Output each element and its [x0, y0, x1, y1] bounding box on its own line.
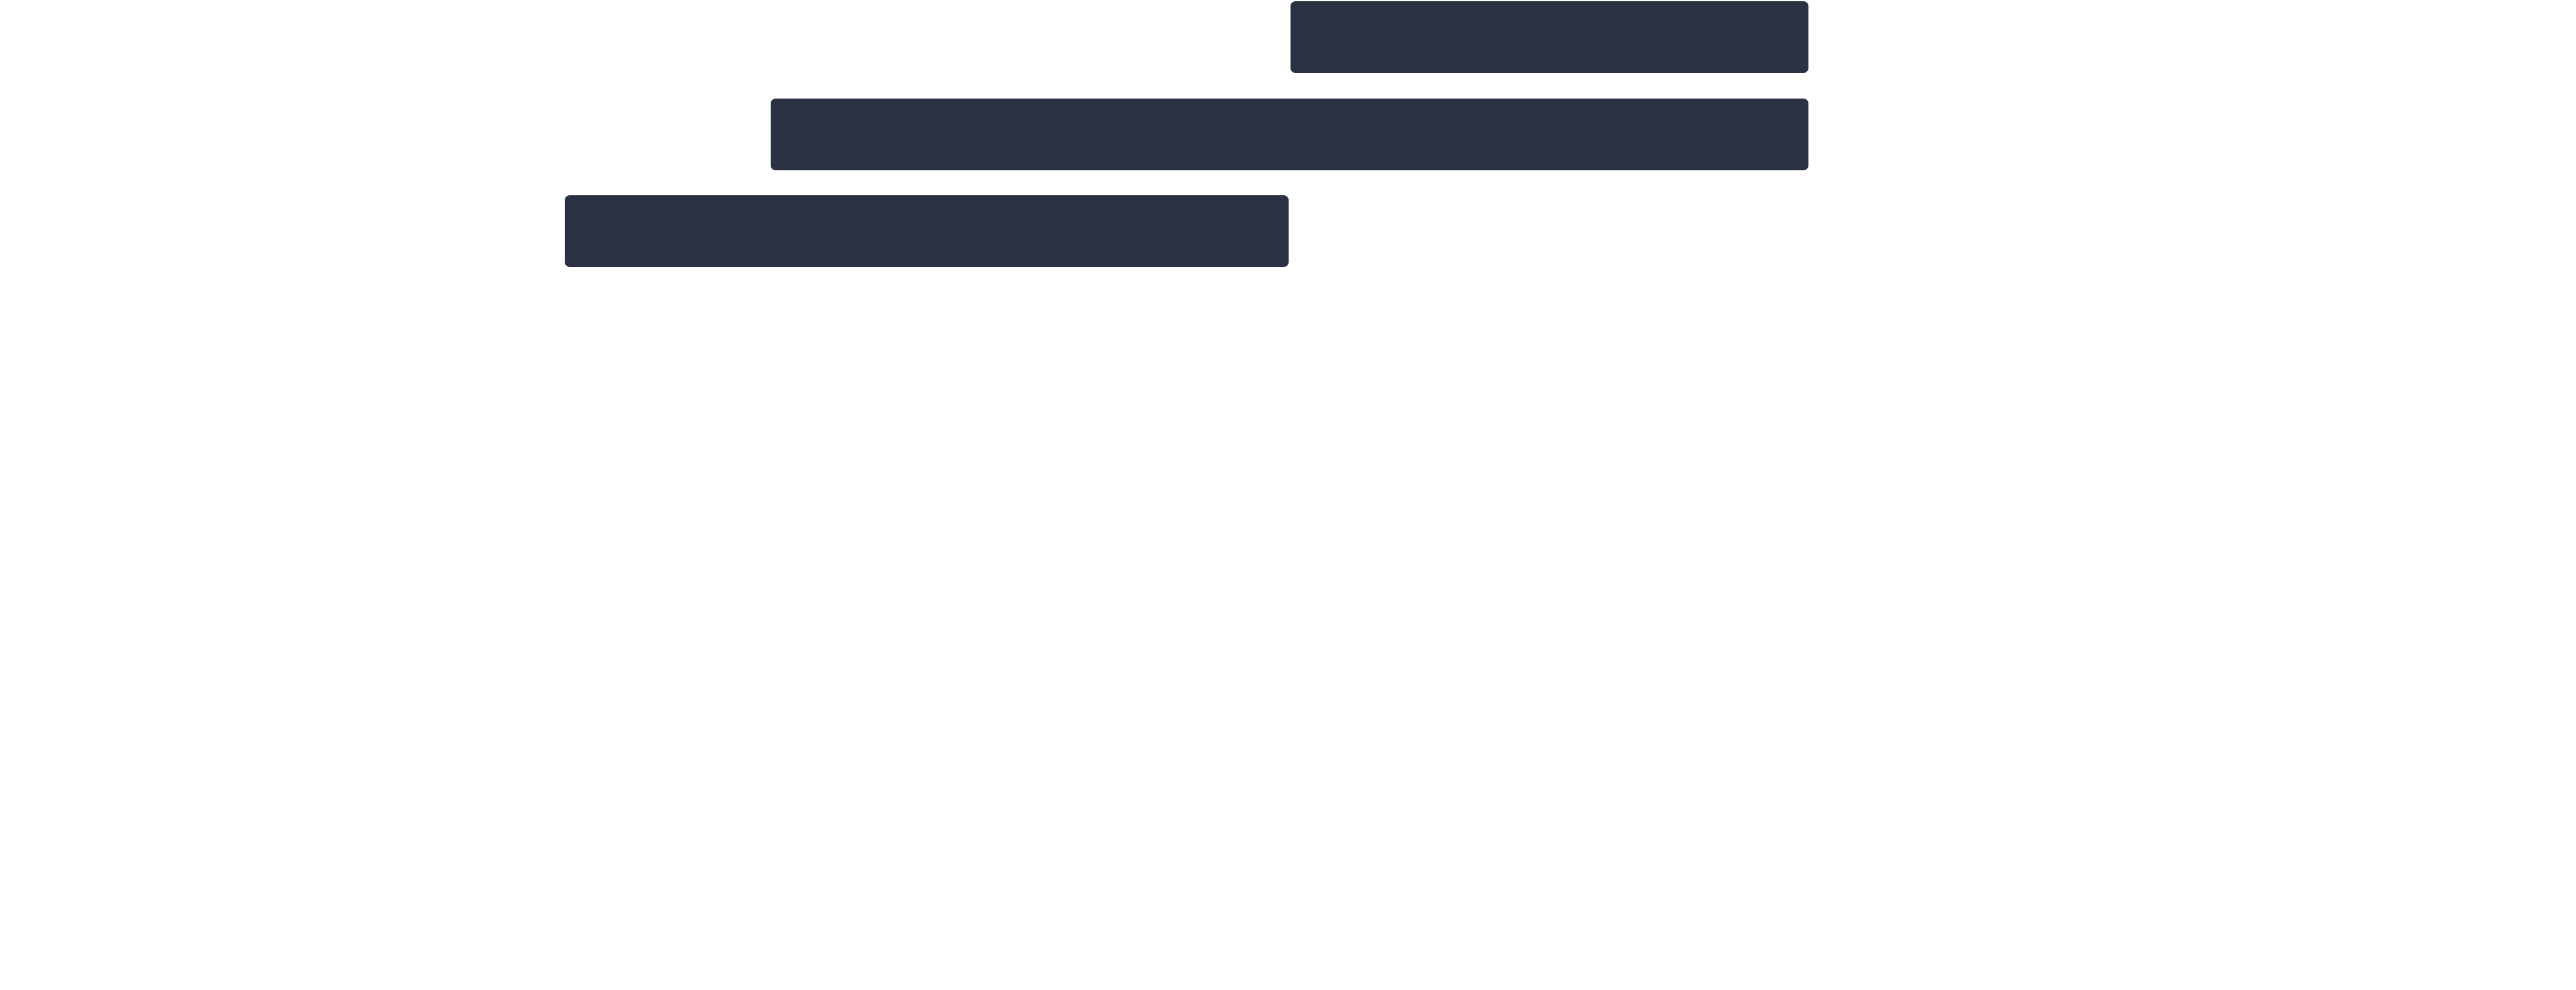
placeholder-bar-bottom: [565, 195, 1289, 267]
placeholder-bar-middle: [771, 99, 1808, 170]
placeholder-bar-top: [1290, 1, 1808, 73]
